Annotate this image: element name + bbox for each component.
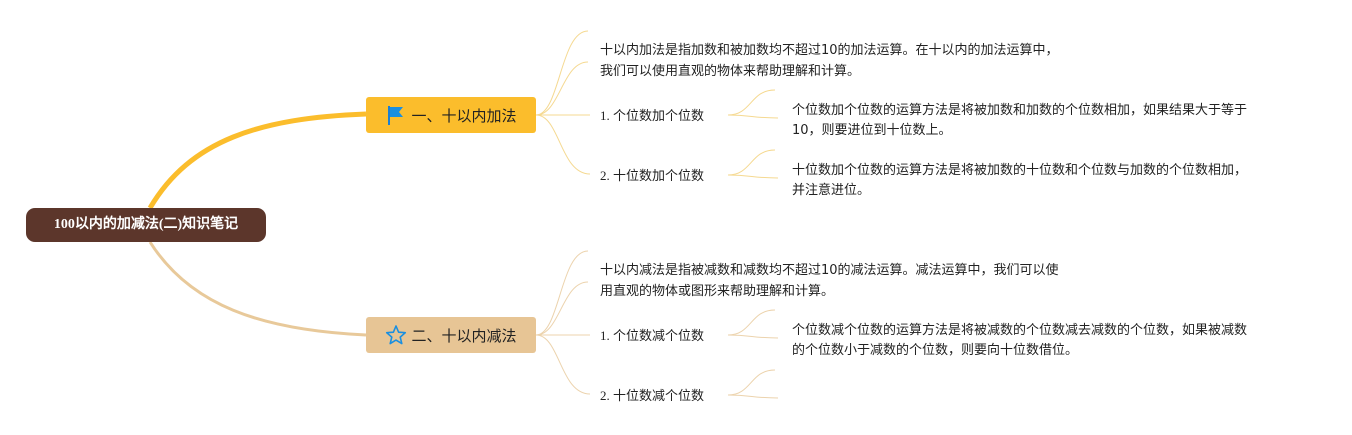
item4-to-desc-line: [727, 369, 776, 396]
branch2-intro-line-1: 十以内减法是指被减数和减数均不超过10的减法运算。减法运算中，我们可以使: [600, 263, 1059, 278]
root-node[interactable]: 100以内的加减法(二)知识笔记: [26, 208, 266, 242]
branch2-to-intro-line-2: [535, 281, 589, 336]
branch-label: 一、十以内加法: [411, 106, 517, 125]
subtopic-item-2-desc-line-1: 十位数加个位数的运算方法是将被加数的十位数和个位数与加数的个位数相加，: [792, 163, 1248, 178]
subtopic-item-2-desc-line-2: 并注意进位。: [792, 183, 871, 198]
root-to-branch1-line: [147, 111, 367, 210]
subtopic-item-3-desc-line-2: 的个位数小于减数的个位数，则要向十位数借位。: [792, 343, 1079, 358]
subtopic-item-1[interactable]: 1. 个位数加个位数: [600, 108, 705, 123]
branch-label: 二、十以内减法: [411, 326, 517, 345]
branch1-to-intro-line: [535, 30, 589, 116]
item2-to-desc-line: [727, 149, 776, 176]
star-icon: [385, 324, 407, 346]
flag-icon: [385, 104, 407, 126]
branch-node-addition[interactable]: 一、十以内加法: [366, 97, 536, 133]
item3-to-desc-line-2: [727, 334, 779, 339]
branch2-to-intro-line: [535, 250, 589, 336]
branch1-to-intro-line-2: [535, 61, 589, 116]
subtopic-item-1-desc-line-2: 10，则要进位到十位数上。: [792, 123, 952, 138]
branch-node-subtraction[interactable]: 二、十以内减法: [366, 317, 536, 353]
item1-to-desc-line-2: [727, 114, 779, 119]
item3-to-desc-line: [727, 309, 776, 336]
subtopic-item-4[interactable]: 2. 十位数减个位数: [600, 388, 705, 403]
subtopic-item-3[interactable]: 1. 个位数减个位数: [600, 328, 705, 343]
root-to-branch2-line: [148, 241, 367, 337]
branch1-intro-line-2: 我们可以使用直观的物体来帮助理解和计算。: [600, 64, 861, 79]
subtopic-item-2[interactable]: 2. 十位数加个位数: [600, 168, 705, 183]
item1-to-desc-line: [727, 89, 776, 116]
branch2-to-item2-line: [535, 334, 591, 395]
subtopic-item-1-desc-line-1: 个位数加个位数的运算方法是将被加数和加数的个位数相加，如果结果大于等于: [792, 103, 1248, 118]
branch1-intro-line-1: 十以内加法是指加数和被加数均不超过10的加法运算。在十以内的加法运算中，: [600, 43, 1059, 58]
subtopic-item-3-desc-line-1: 个位数减个位数的运算方法是将被减数的个位数减去减数的个位数，如果被减数: [792, 323, 1248, 338]
branch1-to-item2-line: [535, 114, 591, 175]
item4-to-desc-line-2: [727, 394, 779, 399]
branch2-intro-line-2: 用直观的物体或图形来帮助理解和计算。: [600, 284, 835, 299]
item2-to-desc-line-2: [727, 174, 779, 179]
